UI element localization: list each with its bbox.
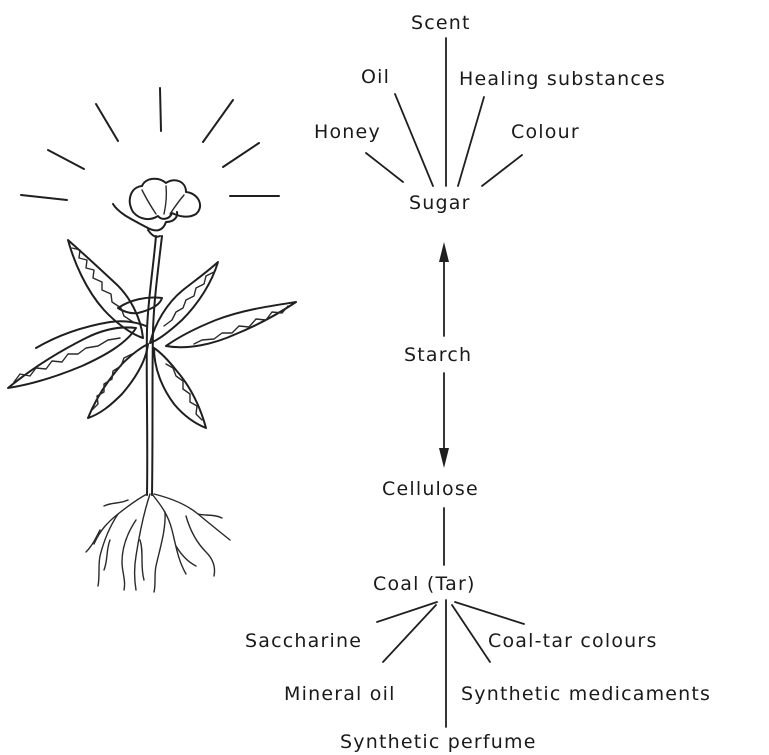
coal-branches xyxy=(377,600,524,727)
label-honey: Honey xyxy=(314,123,381,142)
label-coal-tar: Coal (Tar) xyxy=(373,575,476,594)
label-synthetic-medicaments: Synthetic medicaments xyxy=(461,685,711,704)
label-oil: Oil xyxy=(361,68,390,87)
arrow-down-icon xyxy=(439,448,449,468)
label-saccharine: Saccharine xyxy=(245,632,362,651)
label-synthetic-perfume: Synthetic perfume xyxy=(340,733,537,752)
label-colour: Colour xyxy=(511,123,580,142)
label-healing-substances: Healing substances xyxy=(459,70,666,89)
sun-rays xyxy=(21,88,279,200)
label-starch: Starch xyxy=(404,346,472,365)
plant-illustration xyxy=(8,179,296,592)
arrow-up-icon xyxy=(439,242,449,262)
label-scent: Scent xyxy=(411,14,471,33)
sugar-branches xyxy=(366,38,522,186)
label-coal-tar-colours: Coal-tar colours xyxy=(488,632,658,651)
label-cellulose: Cellulose xyxy=(382,480,479,499)
label-mineral-oil: Mineral oil xyxy=(284,685,396,704)
label-sugar: Sugar xyxy=(409,194,471,213)
